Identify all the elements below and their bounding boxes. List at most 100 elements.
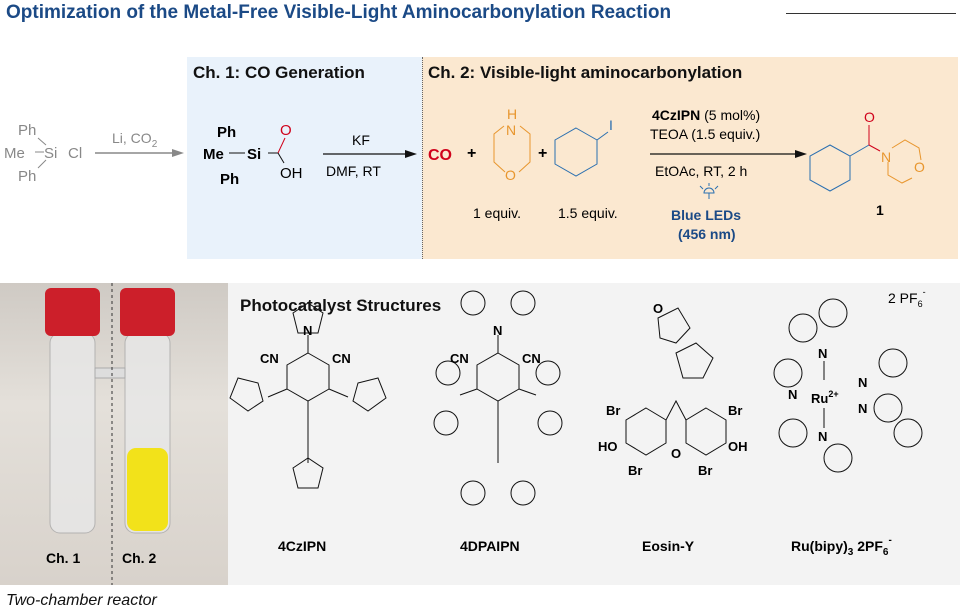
structure-mark: [37, 159, 47, 169]
structure-label: O: [914, 159, 925, 175]
arrow-step3: 4CzIPN (5 mol%) TEOA (1.5 equiv.) EtOAc,…: [650, 107, 807, 242]
chamber-2-panel: [422, 57, 958, 259]
silacarboxylic-acid: Ph Me Si Ph O OH: [203, 122, 303, 188]
structure-label: 2PF: [853, 538, 883, 554]
structure-mark: [518, 125, 531, 173]
structure-mark: [893, 418, 923, 448]
structure-label: 4CzIPN (5 mol%): [652, 107, 760, 123]
structure-label: 3: [848, 547, 854, 558]
structure-mark: [714, 185, 719, 190]
structure-label: N: [303, 323, 312, 338]
structure-label: Ph: [220, 171, 239, 188]
structure-label: OH: [728, 439, 748, 454]
ch2-header: Ch. 2: Visible-light aminocarbonylation: [428, 63, 743, 82]
structure-label: Br: [698, 463, 712, 478]
structure-label: Me: [4, 145, 25, 162]
structure-mark: [460, 290, 486, 316]
reactor-photo: Ch. 1 Ch. 2: [0, 283, 228, 585]
structure-label: 4CzIPN: [652, 107, 700, 123]
structure-mark: [675, 342, 714, 379]
label-4dpaipn: 4DPAIPN: [460, 538, 520, 554]
structure-mark: [823, 443, 853, 473]
structure-mark: [510, 480, 536, 506]
structure-label: Cl: [68, 145, 82, 162]
reaction-scheme: Ph Me Si Cl Ph Li, CO2 Ph Me Si Ph O OH …: [4, 106, 925, 242]
structure-label: O: [671, 446, 681, 461]
structure-label: -: [923, 287, 926, 297]
structure-label: H: [507, 106, 517, 122]
title-rule: [786, 13, 956, 14]
structure-mark: [493, 125, 506, 173]
structure-label: 1: [876, 202, 884, 218]
4czipn-structure: [229, 302, 387, 489]
structure-label: 2 PF: [888, 290, 918, 306]
structure-label: Ru: [811, 391, 828, 406]
arrow-step1: Li, CO2: [95, 130, 184, 157]
structure-mark: [699, 185, 704, 190]
label-eosin-y: Eosin-Y: [642, 538, 695, 554]
cyclohexyl-iodide: [554, 127, 609, 177]
structure-label: O: [280, 122, 292, 139]
structure-mark: [433, 410, 459, 436]
structure-mark: [172, 149, 184, 157]
structure-label: CN: [260, 351, 279, 366]
structure-mark: [476, 352, 520, 402]
structure-mark: [818, 298, 848, 328]
structure-label: N: [858, 401, 867, 416]
structure-label: I: [609, 117, 613, 133]
structure-mark: Ru2+ N N N N N 2 PF6-: [788, 287, 926, 444]
structure-mark: [873, 393, 903, 423]
ch1-label: Ch. 1: [46, 550, 80, 566]
structure-label: 6: [918, 299, 923, 309]
structure-mark: [352, 377, 387, 412]
structure-mark: [405, 150, 417, 158]
structure-label: Li, CO: [112, 130, 152, 146]
structure-label: DMF, RT: [326, 163, 381, 179]
plus: +: [467, 145, 476, 162]
structure-label: TEOA (1.5 equiv.): [650, 126, 760, 142]
photocatalyst-title: Photocatalyst Structures: [240, 296, 442, 315]
structure-mark: [773, 358, 803, 388]
structure-label: Blue LEDs: [671, 207, 741, 223]
chamber-1-panel: [187, 57, 422, 259]
structure-mark: [535, 360, 561, 386]
structure-label: O: [864, 109, 875, 125]
plus: +: [538, 145, 547, 162]
structure-label: HO: [598, 439, 618, 454]
structure-label: Si: [247, 146, 261, 163]
light-bulb-icon: [699, 183, 719, 199]
structure-mark: [460, 480, 486, 506]
structure-label: (5 mol%): [704, 107, 760, 123]
structure-mark: [809, 144, 851, 192]
structure-label: (456 nm): [678, 226, 736, 242]
structure-label: N: [858, 375, 867, 390]
structure-mark: [267, 388, 288, 398]
structure-label: N: [788, 387, 797, 402]
structure-label: O: [653, 301, 663, 316]
structure-label: Br: [606, 403, 620, 418]
structure-mark: [685, 407, 727, 456]
structure-label: CN: [522, 351, 541, 366]
structure-mark: [277, 137, 286, 154]
structure-label: Me: [203, 146, 224, 163]
structure-mark: [891, 139, 922, 161]
label-4czipn: 4CzIPN: [278, 538, 326, 554]
label-ru-bipy: Ru(bipy)3 2PF6-: [791, 535, 892, 558]
structure-mark: [37, 137, 47, 146]
structure-mark: [878, 348, 908, 378]
structure-mark: O N O 1: [864, 109, 925, 218]
structure-mark: [292, 302, 324, 334]
structure-label: Ru(bipy): [791, 538, 848, 554]
structure-mark: [328, 388, 349, 398]
structure-mark: [277, 152, 285, 164]
structure-label: CN: [332, 351, 351, 366]
ru-bipy-structure: [773, 298, 923, 473]
structure-label: 2: [152, 139, 158, 150]
structure-label: Si: [44, 145, 57, 162]
product-amide: [809, 125, 922, 192]
structure-mark: [788, 313, 818, 343]
structure-mark: [795, 150, 807, 158]
structure-mark: [887, 162, 913, 184]
structure-mark: [45, 288, 100, 336]
structure-mark: [596, 131, 609, 141]
